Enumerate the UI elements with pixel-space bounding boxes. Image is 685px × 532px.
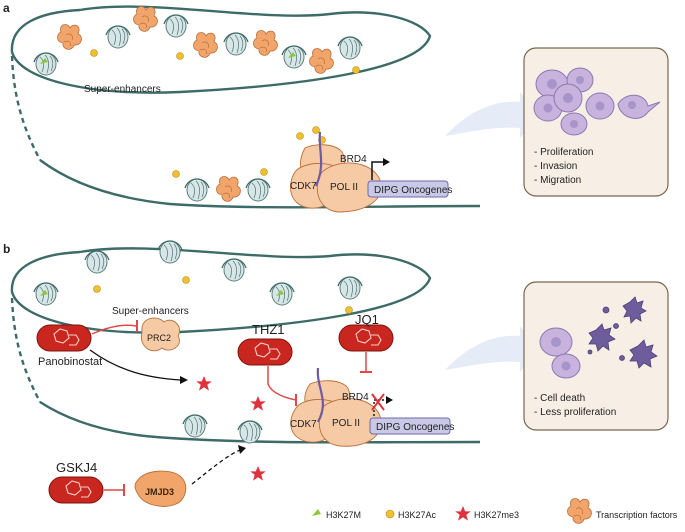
- panel-a-transcription-complex: [290, 131, 390, 213]
- legend-h3k27m-label: H3K27M: [326, 510, 361, 520]
- panel-b-oncogene-label: DIPG Oncogenes: [376, 422, 454, 433]
- legend-h3k27ac-label: H3K27Ac: [398, 510, 437, 520]
- panel-a-transcription-factors: [57, 6, 334, 202]
- panel-a-outcome-1: - Proliferation: [534, 147, 593, 158]
- panel-a-cdk7-label: CDK7: [290, 181, 317, 192]
- panel-b-panobinostat-pill: [36, 324, 92, 352]
- legend-h3k27ac-icon: [385, 509, 395, 519]
- panel-b-jq1-pill: [338, 324, 394, 352]
- panel-b-jmjd3-arrow: [191, 449, 241, 485]
- panel-b-oncogene-box: [369, 417, 451, 435]
- panel-a-brd4-label: BRD4: [340, 154, 367, 165]
- legend-tf-icon: [567, 498, 592, 524]
- panel-a-super-enhancers-label: Super-enhancers: [84, 84, 161, 95]
- panel-a-label: a: [3, 1, 10, 15]
- legend-tf-label: Transcription factors: [596, 510, 678, 520]
- panel-a-oncogene-label: DIPG Oncogenes: [374, 185, 452, 196]
- panel-b-thz1-label: THZ1: [252, 322, 285, 337]
- panel-a-acetyl-marks: [90, 49, 360, 178]
- panel-b-outcome-2: - Less proliferation: [534, 407, 616, 418]
- legend-h3k27me3-icon: [455, 506, 471, 521]
- panel-b-acetyl-marks: [93, 276, 353, 314]
- panel-b-jq1-label: JQ1: [355, 312, 379, 327]
- panel-b-cdk7-label: CDK7: [290, 419, 317, 430]
- panel-b-panobinostat-arrowhead: [180, 376, 188, 384]
- legend-h3k27me3-label: H3K27me3: [474, 510, 519, 520]
- panel-b-gskj4-pill: [48, 476, 104, 504]
- panel-b-panobinostat-arrow: [89, 349, 181, 381]
- panel-b-flow-arrow: [445, 326, 540, 372]
- panel-b-outcome-1: - Cell death: [534, 393, 585, 404]
- panel-b-gskj4-label: GSKJ4: [56, 460, 97, 475]
- panel-b-prc2-complex: [140, 317, 180, 352]
- panel-a-cell-box: [523, 47, 669, 197]
- panel-b-star-1: [196, 376, 212, 391]
- panel-b-dna-strand: [10, 247, 481, 444]
- panel-b-thz1-pill: [237, 338, 293, 366]
- panel-b-super-enhancers-label: Super-enhancers: [112, 306, 189, 317]
- panel-a-outcome-3: - Migration: [534, 175, 581, 186]
- panel-a-pol2-label: POL II: [330, 182, 358, 193]
- panel-b-thz1-inhibit-line: [267, 366, 297, 401]
- panel-a-flow-arrow: [445, 92, 540, 138]
- panel-b-pol2-label: POL II: [332, 418, 360, 429]
- panel-b-brd4-label: BRD4: [342, 392, 369, 403]
- panel-b-label: b: [3, 242, 10, 256]
- panel-a-outcome-2: - Invasion: [534, 161, 577, 172]
- panel-b-cell-box: [523, 281, 669, 431]
- panel-a-oncogene-box: [367, 180, 449, 198]
- legend: H3K27M H3K27Ac H3K27me3 Transcription fa…: [312, 498, 678, 524]
- panel-b-star-2: [250, 396, 266, 411]
- panel-a-h3k27m-marks: [40, 52, 296, 64]
- panel-b-transcription-complex: [290, 367, 393, 447]
- panel-b-jmjd3-label: JMJD3: [145, 487, 174, 497]
- panel-b-panobinostat-label: Panobinostat: [38, 356, 102, 368]
- panel-b-star-3: [250, 466, 266, 481]
- panel-b-prc2-label: PRC2: [147, 333, 171, 343]
- legend-h3k27m-icon: [312, 509, 321, 516]
- panel-b-jmjd3-protein: [134, 470, 187, 507]
- panel-a-dna-strand: [10, 5, 481, 209]
- panel-b-panobinostat-inhibit-line: [91, 324, 137, 335]
- panel-b-h3k27m-marks: [40, 290, 284, 296]
- panel-b-jmjd3-arrowhead: [238, 445, 246, 454]
